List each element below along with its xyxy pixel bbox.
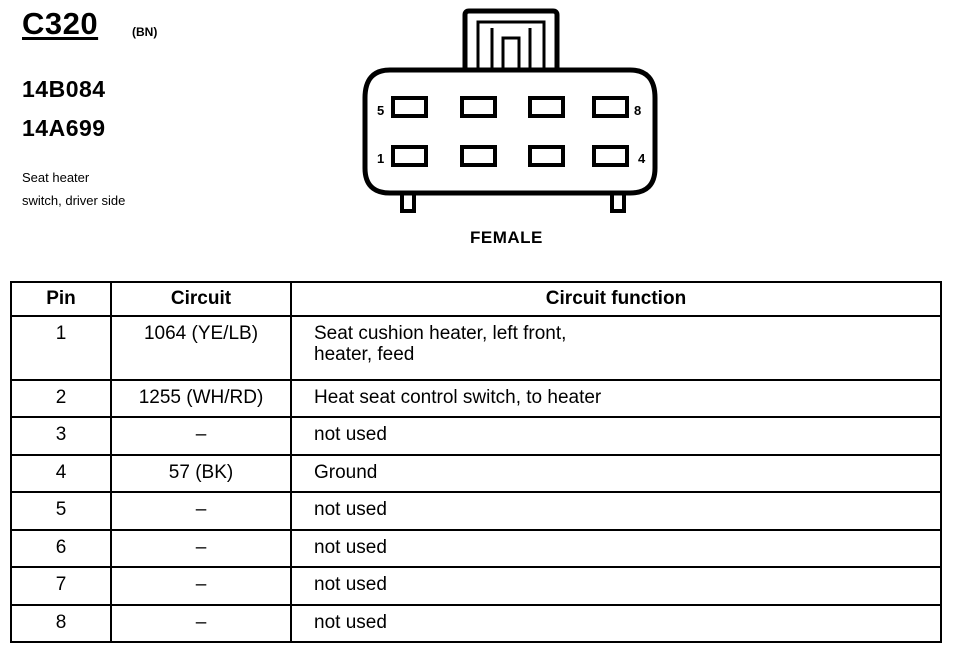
circuit-function-line: not used — [314, 499, 387, 521]
pin-cavity-6 — [460, 96, 497, 118]
table-row: 7–not used — [10, 566, 942, 606]
pin-number-cell: 5 — [10, 491, 112, 531]
circuit-function-cell: not used — [290, 491, 942, 531]
circuit-cell: – — [110, 566, 292, 606]
pin-number-cell: 1 — [10, 315, 112, 381]
circuit-function-cell: not used — [290, 566, 942, 606]
circuit-cell: 1064 (YE/LB) — [110, 315, 292, 381]
circuit-cell: – — [110, 491, 292, 531]
table-row: 6–not used — [10, 528, 942, 569]
part-number-2: 14A699 — [22, 115, 106, 141]
pin-label-8: 8 — [634, 103, 641, 118]
circuit-function-cell: Seat cushion heater, left front,heater, … — [290, 315, 942, 381]
pin-number-cell: 7 — [10, 566, 112, 606]
circuit-function-cell: Ground — [290, 453, 942, 494]
connector-id: C320 — [22, 6, 99, 41]
pin-cavity-8 — [592, 96, 629, 118]
circuit-cell: – — [110, 416, 292, 456]
connector-diagram: 5 8 1 4 — [362, 8, 658, 213]
pin-cavity-2 — [460, 145, 497, 167]
circuit-cell: – — [110, 603, 292, 643]
description-line-2: switch, driver side — [22, 193, 126, 208]
connector-foot-right — [610, 191, 626, 213]
header-pin: Pin — [10, 281, 112, 317]
table-header-row: Pin Circuit Circuit function — [10, 281, 942, 317]
circuit-function-line: Ground — [314, 461, 378, 483]
circuit-function-cell: not used — [290, 603, 942, 643]
description-line-1: Seat heater — [22, 170, 90, 185]
connector-gender-label: FEMALE — [470, 228, 543, 247]
circuit-cell: 57 (BK) — [110, 453, 292, 494]
locking-tab — [462, 8, 560, 72]
circuit-function-line: Seat cushion heater, left front, — [314, 323, 567, 344]
pin-label-4: 4 — [638, 151, 646, 166]
pin-number-cell: 8 — [10, 603, 112, 643]
circuit-function-line: not used — [314, 536, 387, 558]
circuit-function-cell: Heat seat control switch, to heater — [290, 378, 942, 419]
table-row: 5–not used — [10, 491, 942, 531]
connector-body — [362, 67, 658, 196]
pin-cavity-5 — [391, 96, 428, 118]
pin-label-5: 5 — [377, 103, 384, 118]
header-function: Circuit function — [290, 281, 942, 317]
pin-label-1: 1 — [377, 151, 384, 166]
circuit-function-line: not used — [314, 424, 387, 446]
pin-cavity-1 — [391, 145, 428, 167]
pin-number-cell: 2 — [10, 378, 112, 419]
circuit-function-line: not used — [314, 611, 387, 633]
connector-foot-left — [400, 191, 416, 213]
header-circuit: Circuit — [110, 281, 292, 317]
pin-number-cell: 6 — [10, 528, 112, 569]
pin-number-cell: 3 — [10, 416, 112, 456]
circuit-function-line: Heat seat control switch, to heater — [314, 386, 602, 408]
circuit-function-line: heater, feed — [314, 344, 415, 365]
pin-cavity-4 — [592, 145, 629, 167]
pin-cavity-3 — [528, 145, 565, 167]
circuit-function-cell: not used — [290, 416, 942, 456]
circuit-cell: – — [110, 528, 292, 569]
connector-color: (BN) — [132, 25, 158, 39]
pin-number-cell: 4 — [10, 453, 112, 494]
part-number-1: 14B084 — [22, 76, 106, 102]
table-row: 8–not used — [10, 603, 942, 643]
table-row: 3–not used — [10, 416, 942, 456]
circuit-cell: 1255 (WH/RD) — [110, 378, 292, 419]
pin-cavity-7 — [528, 96, 565, 118]
circuit-function-cell: not used — [290, 528, 942, 569]
circuit-function-line: not used — [314, 574, 387, 596]
